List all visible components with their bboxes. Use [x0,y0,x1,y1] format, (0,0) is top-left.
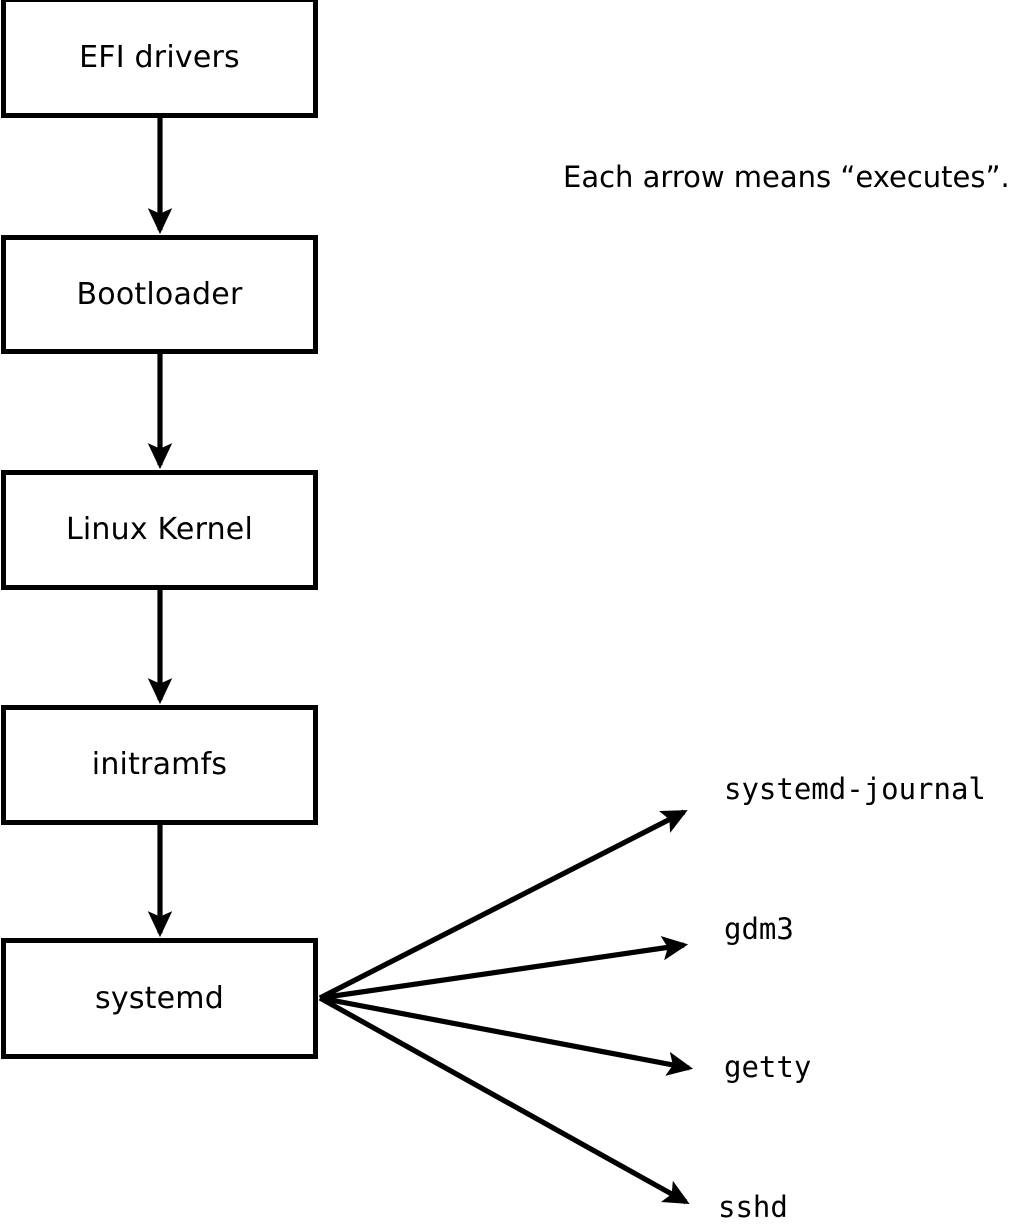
arrow-systemd-to-sshd [318,995,690,1205]
node-box-systemd[interactable]: systemd [1,938,318,1059]
node-box-linux-kernel[interactable]: Linux Kernel [1,470,318,590]
node-label-efi-drivers: EFI drivers [79,39,240,75]
node-box-initramfs[interactable]: initramfs [1,705,318,825]
node-label-initramfs: initramfs [91,747,228,782]
arrow-systemd-to-gdm3 [319,936,689,1001]
arrow-systemd-to-getty [319,995,694,1076]
leaf-label-systemd-journal: systemd-journal [724,772,986,806]
node-label-systemd: systemd [95,980,224,1016]
node-label-linux-kernel: Linux Kernel [65,512,253,547]
node-box-efi-drivers[interactable]: EFI drivers [1,0,318,118]
leaf-label-sshd: sshd [718,1190,788,1224]
arrow-systemd-to-systemd-journal [318,809,688,1001]
legend-arrow-meaning: Each arrow means “executes”. [563,160,1010,194]
node-box-bootloader[interactable]: Bootloader [1,235,318,354]
node-label-bootloader: Bootloader [76,276,243,312]
leaf-label-gdm3: gdm3 [724,912,794,946]
leaf-label-getty: getty [724,1050,812,1084]
